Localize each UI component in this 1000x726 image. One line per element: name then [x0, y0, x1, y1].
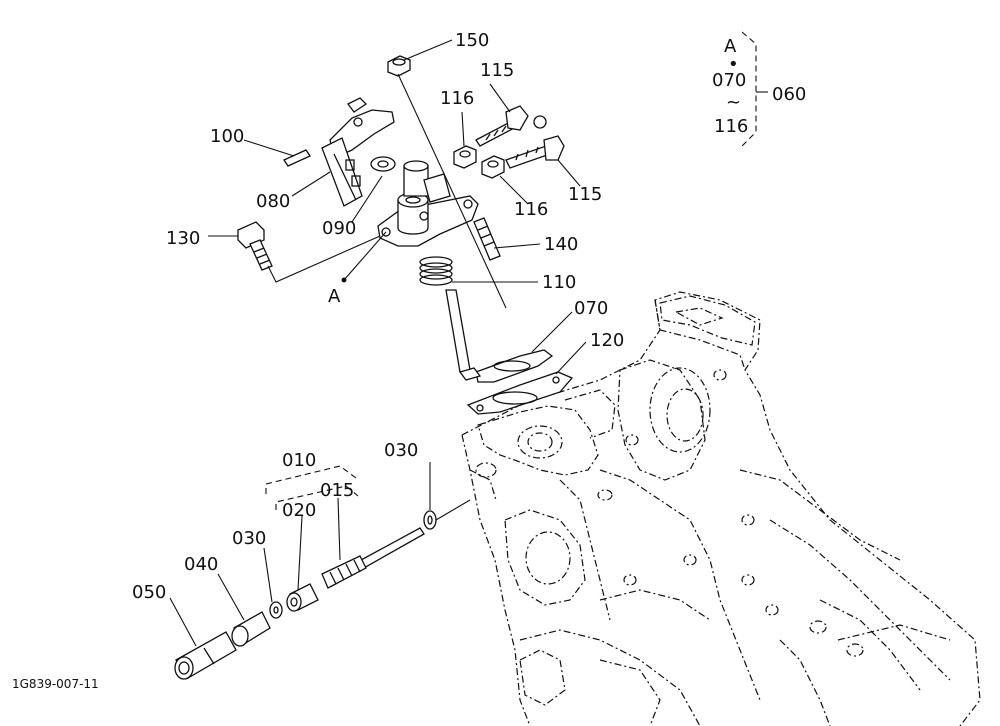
- rod-015: [321, 527, 425, 589]
- label-030-left: 030: [232, 528, 266, 549]
- nut-150: [387, 55, 411, 77]
- group-legend: A • 070 ~ 116 060: [712, 36, 806, 137]
- label-100: 100: [210, 126, 244, 147]
- label-120: 120: [590, 330, 624, 351]
- nut-116-upper: [453, 145, 477, 169]
- legend-tilde: ~: [726, 92, 741, 113]
- label-140: 140: [544, 234, 578, 255]
- label-115-lower: 115: [568, 184, 602, 205]
- collar-020: [286, 583, 319, 612]
- label-116-upper: 116: [440, 88, 474, 109]
- label-080: 080: [256, 191, 290, 212]
- stud-140: [473, 217, 501, 261]
- legend-to: 116: [714, 116, 748, 137]
- gasket-120: [466, 371, 574, 415]
- label-070: 070: [574, 298, 608, 319]
- label-115-upper: 115: [480, 60, 514, 81]
- label-020: 020: [282, 500, 316, 521]
- label-130: 130: [166, 228, 200, 249]
- bolt-115-upper: [475, 105, 547, 147]
- legend-from: 070: [712, 70, 746, 91]
- label-150: 150: [455, 30, 489, 51]
- governor-lever-080: [321, 97, 395, 207]
- pin-100: [283, 149, 311, 167]
- leader-lines: [169, 39, 587, 647]
- legend-bracket-060: [741, 31, 768, 147]
- legend-dot: •: [728, 54, 739, 75]
- washer-090: [370, 156, 396, 172]
- washer-030-right: [423, 510, 437, 530]
- group-bracket-010: [265, 465, 359, 510]
- label-090: 090: [322, 218, 356, 239]
- gasket-070: [475, 349, 554, 383]
- governor-housing: [377, 160, 479, 247]
- bolt-130: [237, 221, 273, 271]
- label-030-right: 030: [384, 440, 418, 461]
- label-015: 015: [320, 480, 354, 501]
- spring-coil: [419, 256, 453, 286]
- governor-shaft-110: [419, 256, 482, 381]
- sleeve-050: [174, 631, 237, 680]
- label-a: A: [328, 286, 341, 307]
- label-040: 040: [184, 554, 218, 575]
- nut-040: [231, 611, 271, 647]
- reference-dot-a: [341, 277, 347, 283]
- label-116-lower: 116: [514, 199, 548, 220]
- label-010: 010: [282, 450, 316, 471]
- nut-116-lower: [481, 155, 505, 179]
- label-110: 110: [542, 272, 576, 293]
- part-labels: 150 115 116 100 080 090 116 115 130 140 …: [132, 30, 624, 603]
- gear-case-body: [461, 291, 981, 726]
- figure-reference: 1G839-007-11: [12, 677, 99, 691]
- bolt-115-lower: [505, 135, 565, 169]
- legend-group: 060: [772, 84, 806, 105]
- label-050: 050: [132, 582, 166, 603]
- legend-a: A: [724, 36, 737, 57]
- washer-030-left: [269, 601, 283, 619]
